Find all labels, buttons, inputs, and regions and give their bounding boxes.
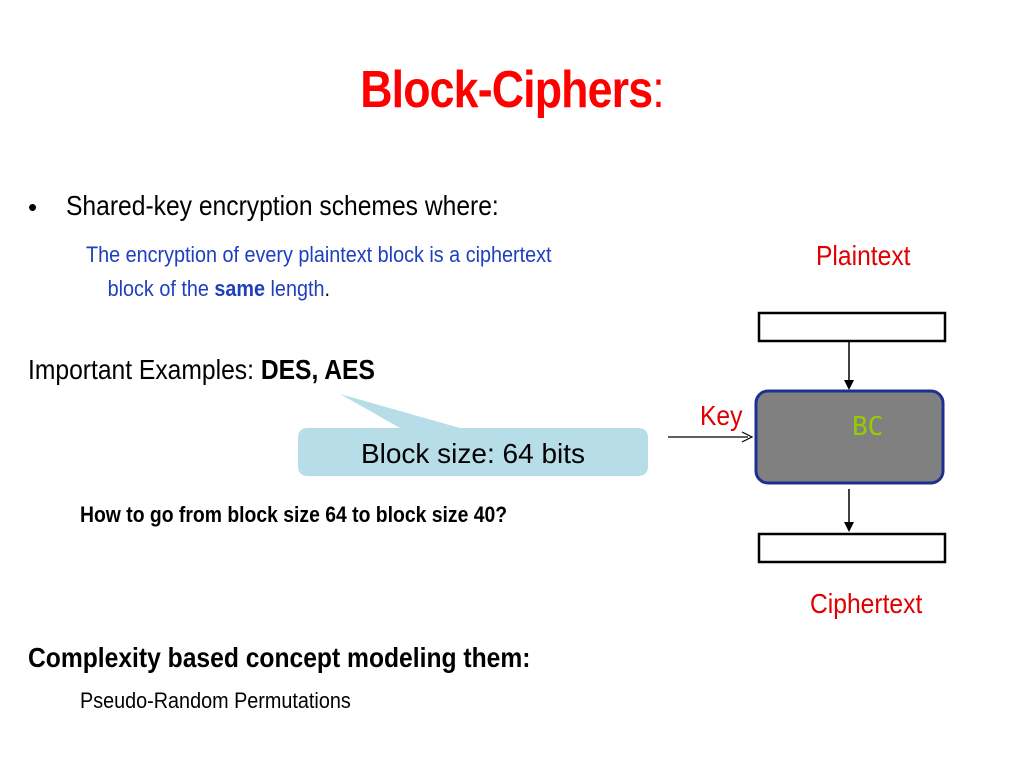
key-label: Key <box>700 400 743 431</box>
ciphertext-box <box>757 532 947 564</box>
definition-line-1: The encryption of every plaintext block … <box>86 242 552 267</box>
bc-label: BC <box>852 412 884 442</box>
prp-text: Pseudo-Random Permutations <box>80 688 351 713</box>
callout-block-size: Block size: 64 bits <box>360 438 586 469</box>
examples-label: Important Examples: <box>28 354 261 385</box>
bc-box <box>754 389 945 485</box>
ciphertext-label: Ciphertext <box>810 588 923 619</box>
question-text: How to go from block size 64 to block si… <box>80 502 508 527</box>
complexity-heading: Complexity based concept modeling them: <box>28 642 531 673</box>
examples-line: Important Examples: DES, AES <box>28 354 375 386</box>
arrowhead-bc-to-ciphertext <box>844 522 854 532</box>
callout-bubble <box>298 394 648 476</box>
arrowhead-plaintext-to-bc <box>844 380 854 390</box>
bullet-icon: • <box>28 192 38 222</box>
plaintext-box <box>757 311 947 343</box>
plaintext-label: Plaintext <box>816 240 911 271</box>
title-text: Block-Ciphers <box>360 61 653 119</box>
definition-line-2: block of the same length. <box>86 272 552 306</box>
title-colon: : <box>652 61 664 119</box>
definition-prefix: block of the <box>107 276 215 301</box>
definition-same: same <box>214 276 266 301</box>
arrowhead-key-to-bc <box>741 431 754 443</box>
slide-title: Block-Ciphers: <box>72 60 953 120</box>
definition-suffix: length <box>265 276 325 301</box>
sub-bullet-definition: The encryption of every plaintext block … <box>86 238 552 306</box>
examples-values: DES, AES <box>260 354 375 385</box>
bullet-shared-key: Shared-key encryption schemes where: <box>66 190 499 221</box>
definition-period: . <box>324 276 330 301</box>
